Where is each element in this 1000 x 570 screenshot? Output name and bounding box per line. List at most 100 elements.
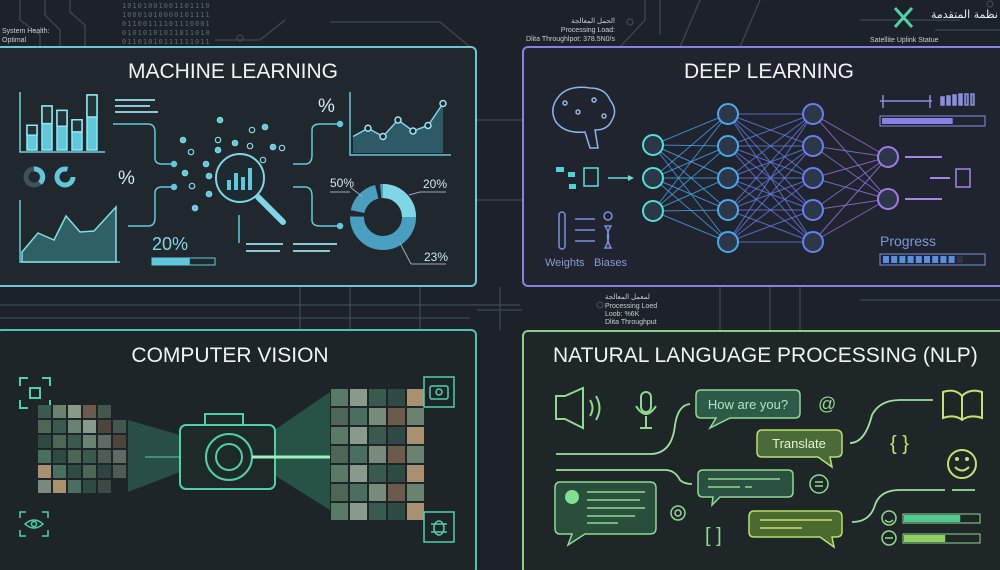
image-tile (98, 405, 111, 418)
network-connection (812, 113, 889, 200)
network-connection (812, 177, 889, 200)
image-tile (331, 446, 348, 463)
binary-row: 10001010000101111 (122, 11, 211, 19)
image-tile (388, 389, 405, 406)
model-bar-track (879, 115, 986, 127)
speaker-icon (555, 386, 601, 430)
image-tile (68, 420, 81, 433)
network-connection (727, 177, 814, 243)
image-tile (53, 405, 66, 418)
binary-row: 01010101011011010 (122, 29, 211, 37)
bubble-text: Translate (772, 436, 826, 451)
line-point (439, 99, 447, 108)
camera-small-icon (423, 376, 455, 408)
network-connection (727, 113, 814, 147)
progress-segment (924, 256, 930, 263)
flow-lines (556, 399, 975, 523)
comment-icon (809, 474, 829, 494)
bubble-translate[interactable]: Translate (756, 429, 843, 469)
magnifier-icon (215, 153, 286, 225)
data-point (214, 146, 222, 154)
image-tile (83, 420, 96, 433)
image-tile (83, 435, 96, 448)
smiley-icon (947, 449, 977, 479)
data-point (231, 139, 239, 147)
image-tile (53, 480, 66, 493)
donut-chart (330, 184, 446, 265)
data-point (246, 142, 254, 150)
image-tile (38, 450, 51, 463)
progress-bar-fill (152, 258, 190, 265)
image-tile (350, 465, 367, 482)
status-arabic: الحمل المعالجة (571, 17, 615, 25)
line-point (424, 121, 432, 130)
line-point (379, 132, 387, 141)
percent-symbol: % (118, 168, 135, 189)
binary-row: 01100111101110001 (122, 20, 211, 28)
progress-segments (883, 256, 963, 263)
donut-label: 23% (424, 250, 448, 264)
data-point (261, 123, 269, 131)
network-connection (727, 145, 814, 243)
image-tile (53, 420, 66, 433)
status-mid-line3: Dlita Throughput (605, 319, 657, 326)
at-symbol: @ (818, 394, 836, 414)
bar-chart-icon (19, 92, 105, 153)
weights-biases-icon (558, 211, 613, 250)
image-tile (98, 465, 111, 478)
image-tile (53, 435, 66, 448)
image-tile (369, 427, 386, 444)
image-tile (407, 503, 424, 520)
image-tile (53, 465, 66, 478)
panel-title: MACHINE LEARNING (128, 60, 338, 83)
network-node (802, 103, 824, 125)
line-point (409, 127, 417, 135)
panel-title: DEEP LEARNING (684, 60, 854, 83)
arabic-title: نظمة المتقدمة (931, 8, 998, 21)
image-tile (331, 427, 348, 444)
network-node (642, 167, 664, 189)
network-connection (812, 145, 889, 200)
image-tile (53, 450, 66, 463)
progress-segment (899, 256, 906, 263)
line-point (364, 124, 372, 132)
network-connection (652, 113, 729, 146)
donut-label: 50% (330, 176, 354, 190)
input-data-icon (556, 167, 634, 189)
image-tile (388, 503, 405, 520)
network-node (717, 135, 739, 157)
image-tile (83, 450, 96, 463)
bubble-how-are-you[interactable]: How are you? (695, 389, 801, 430)
network-connection (812, 156, 889, 211)
image-tile (98, 420, 111, 433)
bar-cap (86, 94, 98, 118)
braces-icon: { } (890, 433, 909, 455)
bar-cap (56, 109, 68, 127)
image-tile (350, 408, 367, 425)
sentiment-bar-track (902, 513, 981, 524)
chat-message-card (554, 481, 657, 547)
focus-frame-icon (19, 377, 51, 409)
progress-segment (907, 256, 914, 263)
image-tile (350, 446, 367, 463)
camera-icon (145, 413, 330, 490)
image-tile (350, 389, 367, 406)
network-node (717, 231, 739, 253)
biases-label: Biases (594, 257, 628, 269)
progress-label: Progress (880, 233, 936, 249)
data-point (202, 160, 210, 168)
image-tile (407, 446, 424, 463)
network-connection (652, 210, 729, 243)
network-connection (652, 209, 729, 212)
image-tile (388, 427, 405, 444)
image-tile (83, 465, 96, 478)
network-connection (727, 113, 814, 211)
progress-segment (883, 256, 889, 263)
image-tile (38, 420, 51, 433)
model-bar-fill (882, 118, 953, 124)
ring-icons (23, 166, 76, 188)
image-tile (407, 389, 424, 406)
network-node (717, 103, 739, 125)
image-tile (369, 408, 386, 425)
sentiment-positive-bar (904, 515, 961, 522)
